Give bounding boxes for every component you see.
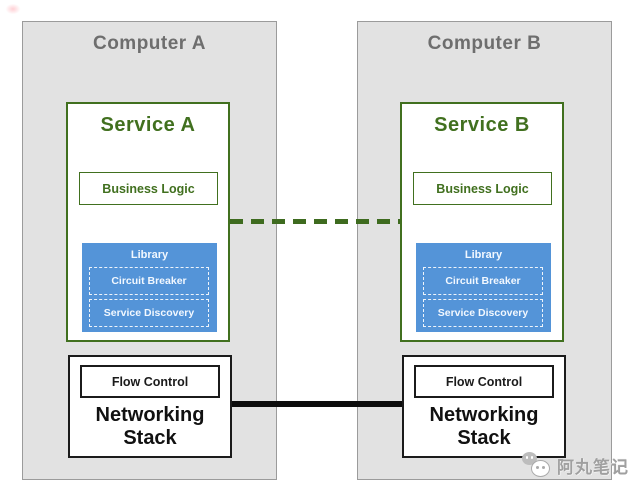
networking-stack-a-box: Flow Control Networking Stack: [68, 355, 232, 458]
service-b-circuit-breaker-box: Circuit Breaker: [423, 267, 543, 295]
service-a-service-discovery-box: Service Discovery: [89, 299, 209, 327]
service-a-title: Service A: [100, 114, 196, 136]
networking-a-flow-control-box: Flow Control: [80, 365, 220, 398]
chat-bubble-big: [531, 460, 550, 477]
networking-b-flow-control-box: Flow Control: [414, 365, 554, 398]
service-a-business-logic-box: Business Logic: [79, 172, 218, 205]
service-b-library-title: Library: [464, 249, 503, 261]
service-b-box: Service B Business Logic Library Circuit…: [400, 102, 564, 342]
networking-b-label: Networking Stack: [429, 404, 539, 449]
service-b-service-discovery-box: Service Discovery: [423, 299, 543, 327]
service-a-library-title: Library: [130, 249, 169, 261]
service-a-library-box: Library Circuit Breaker Service Discover…: [82, 243, 217, 332]
corner-artifact: [3, 2, 23, 16]
networking-stack-b-box: Flow Control Networking Stack: [402, 355, 566, 458]
watermark-text: 阿丸笔记: [557, 458, 629, 477]
service-a-circuit-breaker-box: Circuit Breaker: [89, 267, 209, 295]
service-a-box: Service A Business Logic Library Circuit…: [66, 102, 230, 342]
watermark: 阿丸笔记: [522, 452, 629, 479]
service-b-business-logic-box: Business Logic: [413, 172, 552, 205]
service-b-library-box: Library Circuit Breaker Service Discover…: [416, 243, 551, 332]
chat-bubbles-icon: [522, 452, 552, 479]
service-b-title: Service B: [434, 114, 530, 136]
service-link-dashed-line: [230, 219, 400, 224]
network-link-solid-line: [232, 401, 402, 407]
computer-a-title: Computer A: [92, 33, 207, 54]
networking-a-label: Networking Stack: [95, 404, 205, 449]
computer-b-title: Computer B: [427, 33, 542, 54]
